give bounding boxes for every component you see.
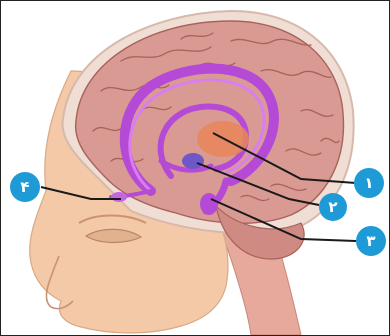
label-3-text: ۳	[366, 232, 375, 250]
label-1-text: ۱	[364, 174, 373, 192]
label-2-badge: ۲	[319, 193, 347, 221]
olfactory-bulb	[111, 192, 127, 202]
label-1-badge: ۱	[354, 168, 384, 198]
label-2-text: ۲	[328, 198, 337, 216]
label-4-badge: ۴	[10, 172, 40, 202]
label-4-text: ۴	[20, 178, 29, 196]
amygdala	[182, 153, 204, 169]
hippocampus-bulb	[200, 193, 218, 215]
label-3-badge: ۳	[356, 226, 386, 256]
